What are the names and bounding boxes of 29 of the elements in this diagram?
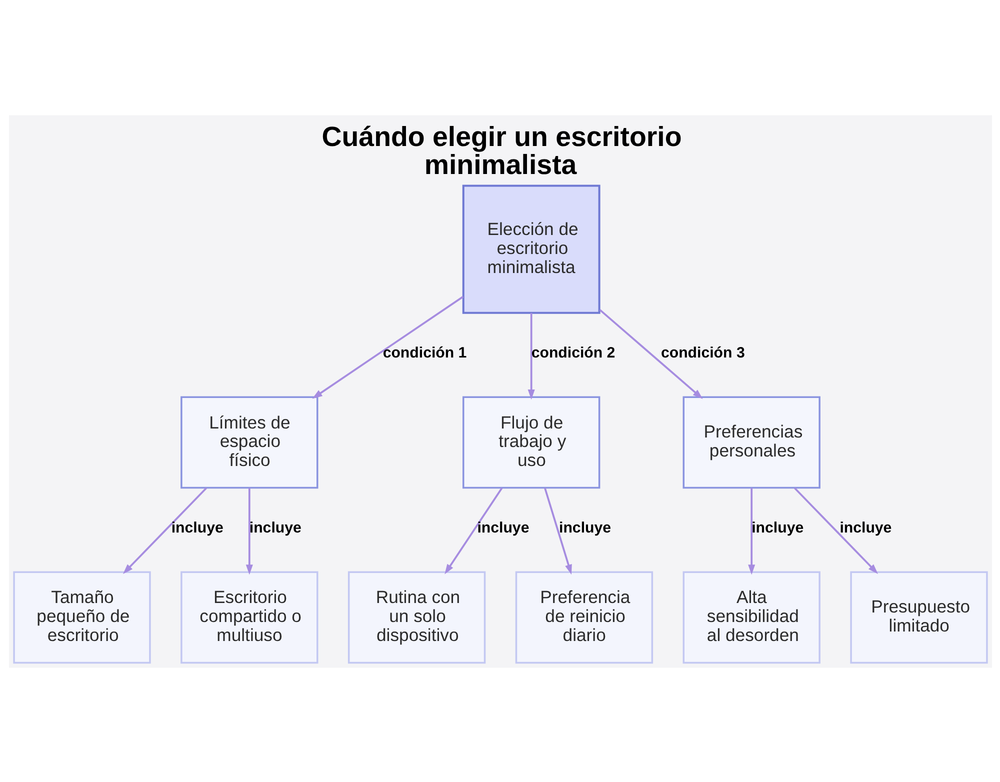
arrow bbox=[748, 488, 755, 574]
edge-label: condición 2 bbox=[530, 344, 615, 362]
edge-label: condición 1 bbox=[382, 344, 466, 362]
edge-label: incluye bbox=[170, 519, 223, 536]
edge-label: condición 3 bbox=[660, 344, 744, 362]
edge-label: incluye bbox=[751, 519, 804, 536]
arrow bbox=[794, 486, 878, 574]
node-box: Presupuesto limitado bbox=[850, 570, 988, 664]
diagram-title: Cuándo elegir un escritorio minimalista bbox=[321, 120, 682, 180]
edge-label: incluye bbox=[476, 519, 529, 536]
node-box: Alta sensibilidad al desorden bbox=[682, 570, 820, 664]
node-box: Escritorio compartido o multiuso bbox=[180, 570, 318, 664]
node-box: Rutina con un solo dispositivo bbox=[347, 570, 486, 664]
node-box: Límites de espacio físico bbox=[180, 396, 318, 488]
arrow bbox=[527, 312, 534, 400]
arrow bbox=[122, 486, 206, 574]
node-box: Flujo de trabajo y uso bbox=[462, 396, 600, 488]
arrow bbox=[312, 295, 464, 398]
node-box: Tamaño pequeño de escritorio bbox=[12, 570, 150, 664]
node-box: Elección de escritorio minimalista bbox=[462, 184, 600, 314]
arrow bbox=[245, 488, 252, 574]
node-box: Preferencias personales bbox=[682, 396, 820, 488]
arrow bbox=[544, 487, 572, 574]
edge-label: incluye bbox=[248, 519, 301, 536]
node-box: Preferencia de reinicio diario bbox=[514, 570, 653, 664]
arrow bbox=[598, 308, 702, 398]
edge-label: incluye bbox=[558, 519, 611, 536]
arrow bbox=[444, 487, 502, 574]
edge-label: incluye bbox=[839, 519, 892, 536]
